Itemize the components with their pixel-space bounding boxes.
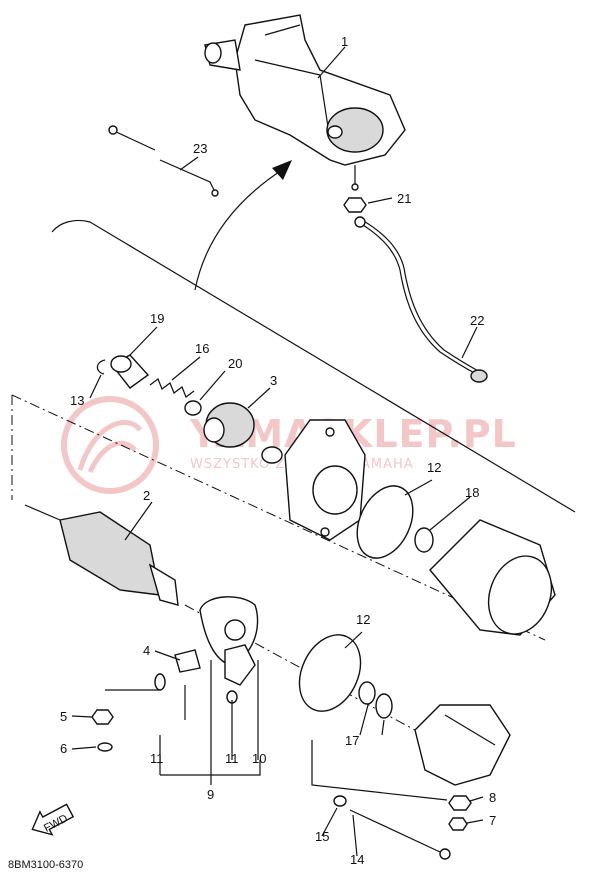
washer-17b: [375, 693, 393, 719]
circlip-13: [96, 359, 106, 375]
o-ring-12-lower: [298, 634, 362, 712]
armature-2: [24, 504, 179, 606]
callout-3: 3: [270, 373, 277, 388]
assembly-bracket-line: [51, 219, 576, 513]
callout-14: 14: [350, 852, 364, 867]
callout-15: 15: [315, 829, 329, 844]
callout-16: 16: [195, 341, 209, 356]
washer-18: [414, 527, 434, 553]
callout-11-left: 11: [150, 751, 164, 766]
callout-9: 9: [207, 787, 214, 802]
brush-holder-4: [174, 649, 201, 673]
rear-cover: [414, 704, 511, 786]
callout-22: 22: [470, 313, 484, 328]
callout-21: 21: [397, 191, 411, 206]
fwd-arrow: FWD: [31, 803, 75, 836]
collar-19: [110, 354, 150, 389]
callout-10: 10: [252, 751, 266, 766]
washer-20: [184, 400, 202, 416]
callout-labels: 1 2 3 4 5 6 7 8 9 10 11 11 12 12 13 14 1…: [60, 34, 496, 867]
starter-motor-assembly: [204, 14, 406, 191]
washer-11-left: [154, 673, 166, 691]
callout-5: 5: [60, 709, 67, 724]
callout-17: 17: [345, 733, 359, 748]
callout-19: 19: [150, 311, 164, 326]
spring-16: [149, 378, 195, 398]
drawing-code: 8BM3100-6370: [8, 859, 83, 871]
washer-6: [97, 742, 113, 752]
callout-6: 6: [60, 741, 67, 756]
callout-2: 2: [143, 488, 150, 503]
callout-12-lower: 12: [356, 612, 370, 627]
assembly-arrow-head: [272, 160, 292, 180]
callout-11-right: 11: [225, 751, 239, 766]
callout-8: 8: [489, 790, 496, 805]
callout-4: 4: [143, 643, 150, 658]
pinion-gear-3: [203, 402, 255, 448]
nut-8: [448, 795, 472, 811]
nut-7: [448, 817, 468, 831]
callout-18: 18: [465, 485, 479, 500]
long-bolt-14-head: [439, 848, 451, 860]
callout-20: 20: [228, 356, 242, 371]
washer-17a: [358, 681, 376, 705]
lead-wire: [108, 125, 219, 197]
brush-assembly: [224, 644, 256, 686]
long-bolt-14: [349, 809, 441, 853]
nut-21: [343, 197, 367, 213]
callout-12-upper: 12: [427, 460, 441, 475]
watermark-logo: [61, 396, 159, 494]
callout-13: 13: [70, 393, 84, 408]
yoke-housing: [429, 519, 556, 636]
nut-5: [91, 709, 114, 725]
o-ring-15: [333, 795, 347, 807]
leader-lines: [71, 46, 484, 857]
watermark-logo-mark: [77, 420, 143, 474]
callout-1: 1: [341, 34, 348, 49]
callout-7: 7: [489, 813, 496, 828]
assembly-arrow: [194, 167, 286, 291]
washer-small: [261, 446, 283, 464]
o-ring-12-upper: [356, 485, 414, 559]
front-cover: [284, 419, 366, 541]
battery-cable: [354, 216, 488, 383]
callout-23: 23: [193, 141, 207, 156]
